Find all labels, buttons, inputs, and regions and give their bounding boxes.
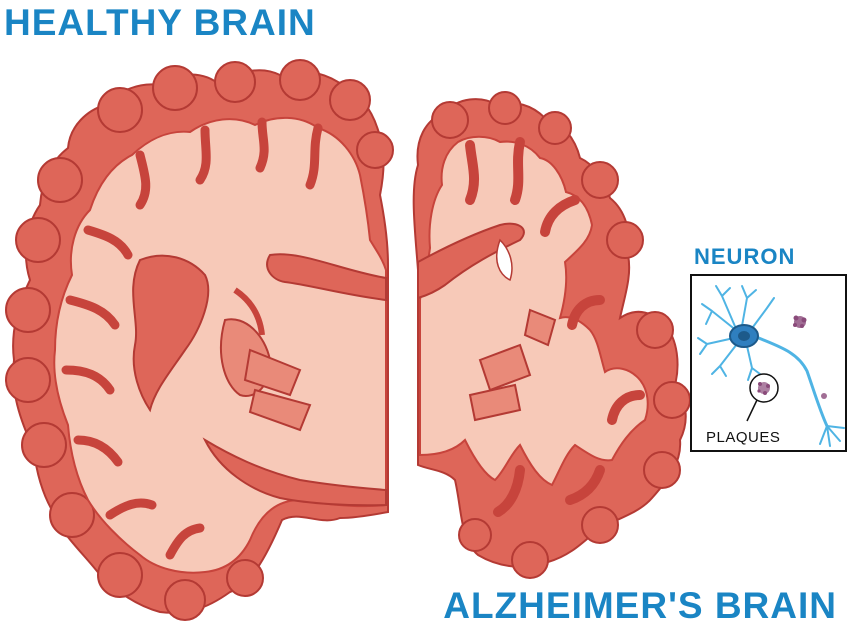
neuron-diagram <box>692 276 847 452</box>
alzheimers-brain-title: ALZHEIMER'S BRAIN <box>443 585 837 627</box>
healthy-brain-title: HEALTHY BRAIN <box>4 2 316 44</box>
alzheimers-brain-half <box>414 92 690 578</box>
plaques-label: PLAQUES <box>706 429 780 446</box>
neuron-nucleus <box>738 331 750 341</box>
neuron-inset: PLAQUES <box>690 274 847 452</box>
healthy-brain-half <box>6 60 393 620</box>
neuron-title: NEURON <box>694 244 795 270</box>
neuron-icon <box>698 286 844 446</box>
magnifier-circle-icon <box>747 374 778 421</box>
